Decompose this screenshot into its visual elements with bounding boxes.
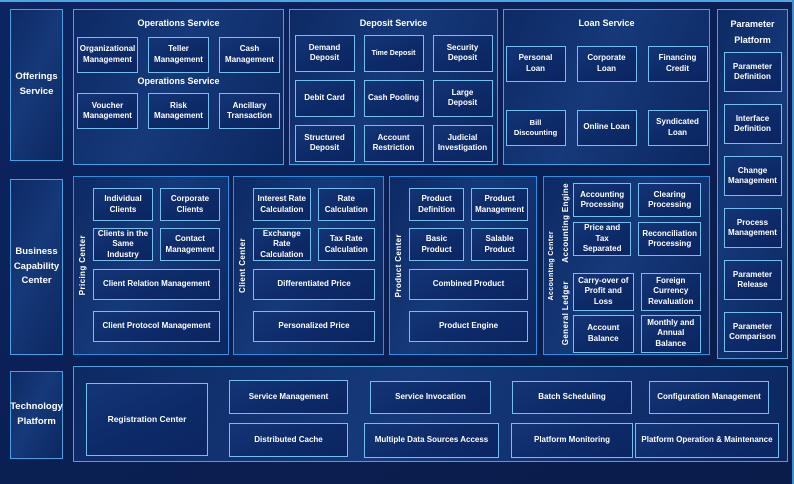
box-carry-over-profit-loss: Carry-over of Profit and Loss [573,272,634,311]
box-reconciliation-processing: Reconciliation Processing [638,222,701,256]
box-debit-card: Debit Card [294,79,355,117]
product-center-panel: Product Center Product Definition Produc… [389,176,537,355]
box-teller-management: Teller Management [148,36,209,73]
general-ledger-label: General Ledger [561,280,570,345]
box-cash-management: Cash Management [219,36,280,73]
technology-platform-panel: Registration Center Service Management S… [73,366,788,462]
box-combined-product: Combined Product [409,269,528,300]
box-product-definition: Product Definition [409,188,465,221]
box-parameter-definition: Parameter Definition [723,52,782,93]
client-center-panel: Client Center Interest Rate Calculation … [233,176,384,355]
box-voucher-management: Voucher Management [77,93,138,130]
box-online-loan: Online Loan [576,109,637,146]
box-batch-scheduling: Batch Scheduling [512,381,632,414]
loan-service-title: Loan Service [578,18,635,28]
box-platform-monitoring: Platform Monitoring [511,423,633,458]
box-client-protocol-management: Client Protocol Management [93,311,220,342]
accounting-center-side-label: Accounting Center [547,230,555,301]
box-corporate-loan: Corporate Loan [576,45,637,82]
box-parameter-release: Parameter Release [723,260,782,301]
offerings-service-band-label: Offerings Service [10,9,63,161]
client-center-side-label: Client Center [238,238,247,293]
operations-service-mid-label: Operations Service [137,75,220,86]
box-basic-product: Basic Product [409,228,465,261]
accounting-engine-group: Accounting Engine Accounting Processing … [558,183,701,263]
box-bill-discounting: Bill Discounting [505,109,566,146]
box-platform-operation-maintenance: Platform Operation & Maintenance [635,423,779,458]
box-service-management: Service Management [229,380,348,414]
box-exchange-rate-calculation: Exchange Rate Calculation [253,228,311,261]
box-multiple-data-sources-access: Multiple Data Sources Access [364,423,499,458]
parameter-platform-title: Parameter Platform [730,19,775,46]
box-ancillary-transaction: Ancillary Transaction [219,93,280,130]
box-structured-deposit: Structured Deposit [294,124,355,162]
box-distributed-cache: Distributed Cache [229,423,348,457]
box-clients-same-industry: Clients in the Same Industry [93,228,153,261]
operations-service-title: Operations Service [137,18,220,28]
box-process-management: Process Management [723,208,782,249]
box-interest-rate-calculation: Interest Rate Calculation [253,188,311,221]
box-cash-pooling: Cash Pooling [363,79,424,117]
right-frame-line [792,0,794,484]
accounting-engine-label: Accounting Engine [561,183,570,263]
box-risk-management: Risk Management [148,93,209,130]
top-frame-line [0,0,794,2]
operations-service-panel: Operations Service Organizational Manage… [73,9,284,165]
box-parameter-comparison: Parameter Comparison [723,312,782,353]
box-corporate-clients: Corporate Clients [160,188,220,221]
box-time-deposit: Time Deposit [363,34,424,72]
box-organizational-management: Organizational Management [77,36,138,73]
box-foreign-currency-revaluation: Foreign Currency Revaluation [640,272,701,311]
box-product-engine: Product Engine [409,311,528,342]
deposit-service-title: Deposit Service [359,18,428,28]
product-center-side-label: Product Center [394,233,403,298]
business-capability-band-label: Business Capability Center [10,179,63,355]
accounting-center-panel: Accounting Center Accounting Engine Acco… [543,176,710,355]
box-rate-calculation: Rate Calculation [317,188,375,221]
box-differentiated-price: Differentiated Price [253,269,375,300]
box-financing-credit: Financing Credit [647,45,708,82]
box-price-and-tax-separated: Price and Tax Separated [573,222,632,256]
box-monthly-annual-balance: Monthly and Annual Balance [640,314,701,353]
box-registration-center: Registration Center [86,383,208,456]
box-product-management: Product Management [471,188,528,221]
box-interface-definition: Interface Definition [723,104,782,145]
general-ledger-group: General Ledger Carry-over of Profit and … [558,272,701,353]
box-judicial-investigation: Judicial Investigation [432,124,493,162]
box-large-deposit: Large Deposit [432,79,493,117]
box-clearing-processing: Clearing Processing [638,183,701,217]
box-tax-rate-calculation: Tax Rate Calculation [317,228,375,261]
box-account-balance: Account Balance [573,314,634,353]
box-demand-deposit: Demand Deposit [294,34,355,72]
box-contact-management: Contact Management [160,228,220,261]
box-personal-loan: Personal Loan [505,45,566,82]
box-salable-product: Salable Product [471,228,528,261]
box-change-management: Change Management [723,156,782,197]
box-security-deposit: Security Deposit [432,34,493,72]
parameter-platform-panel: Parameter Platform Parameter Definition … [717,9,788,359]
box-configuration-management: Configuration Management [649,381,769,414]
box-service-invocation: Service Invocation [370,381,491,414]
pricing-center-side-label: Pricing Center [78,235,87,296]
box-syndicated-loan: Syndicated Loan [647,109,708,146]
box-account-restriction: Account Restriction [363,124,424,162]
technology-platform-band-label: Technology Platform [10,371,63,459]
box-client-relation-management: Client Relation Management [93,269,220,300]
box-individual-clients: Individual Clients [93,188,153,221]
deposit-service-panel: Deposit Service Demand Deposit Time Depo… [289,9,498,165]
box-personalized-price: Personalized Price [253,311,375,342]
box-accounting-processing: Accounting Processing [573,183,632,217]
pricing-center-panel: Pricing Center Individual Clients Corpor… [73,176,229,355]
loan-service-panel: Loan Service Personal Loan Corporate Loa… [503,9,710,165]
